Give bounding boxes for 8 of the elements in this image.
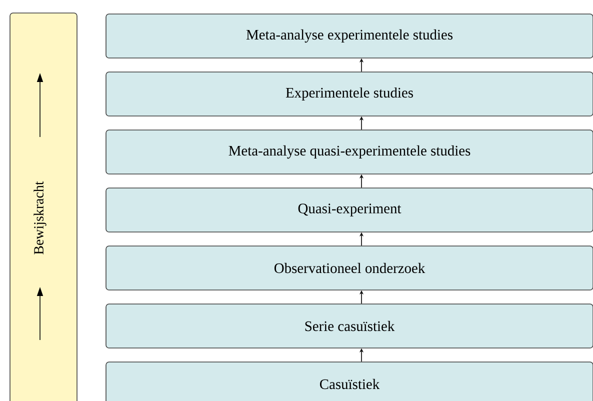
axis-panel: Bewijskracht [10, 12, 78, 401]
level-box: Serie casuïstiek [106, 304, 593, 348]
level-box: Meta-analyse quasi-experimentele studies [106, 130, 593, 174]
level-box: Observationeel onderzoek [106, 246, 593, 290]
level-box: Meta-analyse experimentele studies [106, 14, 593, 58]
level-box: Casuïstiek [106, 362, 593, 401]
level-box: Experimentele studies [106, 72, 593, 116]
level-box: Quasi-experiment [106, 188, 593, 232]
